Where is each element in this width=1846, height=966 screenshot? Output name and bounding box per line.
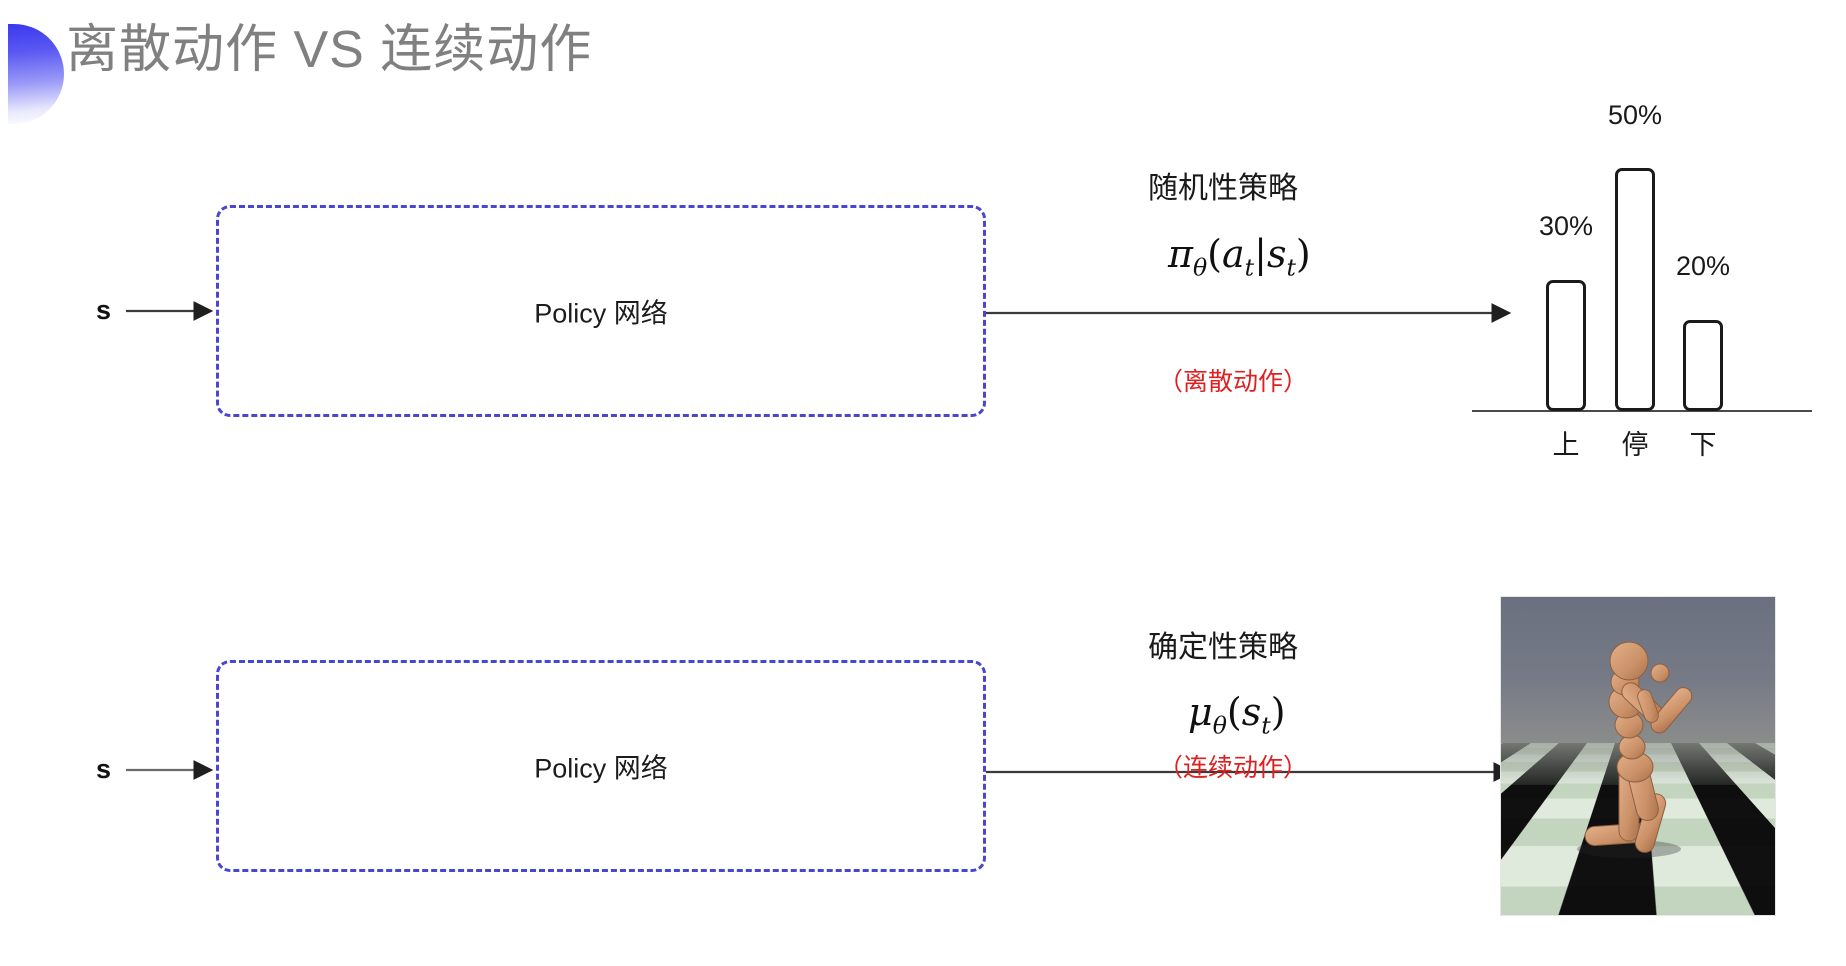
arrow-policy-to-distribution [986, 303, 1512, 323]
annotation-discrete-action: （离散动作） [1158, 368, 1309, 396]
arrow-state-to-policy-top [126, 301, 214, 321]
bar-1 [1615, 168, 1655, 411]
policy-network-box-continuous[interactable]: Policy 网络 [216, 660, 986, 872]
policy-network-label-bottom: Policy 网络 [534, 753, 668, 784]
formula-stochastic-policy: πθ(at|st) [1168, 232, 1311, 282]
bar-0 [1546, 280, 1586, 411]
formula-fn-2: μ [1188, 690, 1213, 734]
bar-category-2: 下 [1689, 430, 1717, 460]
arrow-state-to-policy-bottom [126, 760, 214, 780]
page-title: 离散动作 VS 连续动作 [66, 21, 593, 79]
bottom-edge-strip [0, 964, 1846, 966]
formula-close-paren: ) [1295, 232, 1311, 276]
action-probability-bar-chart: 30% 上 50% 停 20% 下 [1460, 95, 1820, 460]
state-input-label-top: s [96, 295, 112, 325]
title-accent-shape [8, 24, 64, 124]
bar-value-1: 50% [1607, 100, 1663, 130]
formula-arg2-sub: t [1286, 253, 1296, 282]
formula-conditional-bar: | [1254, 232, 1267, 276]
formula-open-paren-2: ( [1226, 690, 1242, 734]
formula-open-paren: ( [1207, 232, 1222, 276]
annotation-continuous-action: （连续动作） [1158, 754, 1309, 782]
formula-close-paren-2: ) [1270, 690, 1286, 734]
bar-value-0: 30% [1538, 211, 1594, 241]
arrow-policy-to-humanoid [986, 762, 1514, 782]
policy-network-box-discrete[interactable]: Policy 网络 [216, 205, 986, 417]
policy-kind-deterministic: 确定性策略 [1148, 631, 1298, 664]
bar-category-0: 上 [1552, 430, 1580, 460]
bar-value-2: 20% [1675, 251, 1731, 281]
humanoid-figure-body [1577, 641, 1693, 858]
formula-deterministic-policy: μθ(st) [1188, 690, 1286, 740]
policy-network-label-top: Policy 网络 [534, 298, 668, 329]
formula-fn-sub: θ [1192, 253, 1208, 282]
chart-baseline [1472, 410, 1812, 412]
bar-2 [1683, 320, 1723, 411]
formula-arg1-sub: t [1244, 253, 1255, 282]
formula-arg1-sub-2: t [1261, 711, 1271, 740]
formula-arg1: a [1222, 232, 1245, 276]
formula-fn-sub-2: θ [1212, 711, 1227, 740]
formula-fn: π [1168, 232, 1193, 276]
formula-arg2: s [1266, 232, 1287, 276]
mujoco-humanoid-image [1500, 596, 1776, 916]
bar-category-1: 停 [1621, 430, 1649, 460]
formula-arg1-2: s [1241, 690, 1262, 734]
policy-kind-stochastic: 随机性策略 [1148, 172, 1298, 205]
state-input-label-bottom: s [96, 754, 112, 784]
